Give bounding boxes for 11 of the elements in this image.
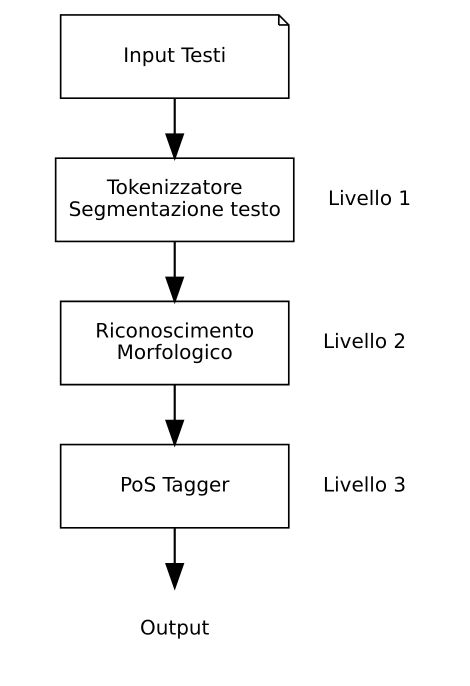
node-text: Output <box>140 616 209 640</box>
arrow <box>164 242 184 304</box>
node-label: Livello 1 <box>327 186 411 210</box>
node-box: Tokenizzatore Segmentazione testo <box>54 157 294 242</box>
node-label: Livello 2 <box>322 329 406 354</box>
arrow <box>164 98 184 162</box>
node-box: Riconoscimento Morfologico <box>59 300 290 386</box>
arrow <box>164 385 184 448</box>
node-box: PoS Tagger <box>59 444 290 529</box>
arrow <box>164 528 184 591</box>
node-label: Livello 3 <box>322 472 406 496</box>
